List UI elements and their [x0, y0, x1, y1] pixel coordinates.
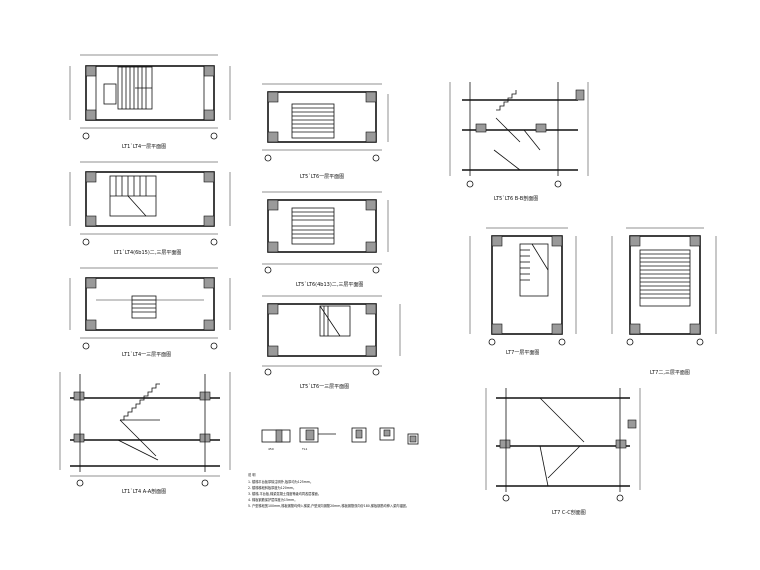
label-d1: LT1`LT4一层平面图 — [122, 144, 166, 150]
notes-header: 说 明 — [248, 472, 255, 477]
label-d8: LT5`LT6 B-B剖面图 — [494, 195, 538, 202]
plan-lt5-lt6-floor1: LT5`LT6一层平面图 — [262, 83, 389, 180]
notes-line-5: 5. 户型梯段宽100mm,梯板钢筋均伸入梯梁,户型双向钢筋20mm,梯板钢筋双… — [248, 503, 409, 508]
detail-tl1: TL1 — [301, 447, 308, 451]
notes-line-3: 3. 楼梯,平台板,梯梁混凝土强度等级均同各层楼面。 — [248, 491, 321, 496]
plan-lt1-lt4-floor2-3: LT1`LT4(6b15)二,三层平面图 — [69, 161, 231, 256]
notes-line-2: 2. 楼梯梯段斜板厚度为120mm。 — [248, 485, 296, 490]
label-d7: LT5`LT6一三层平面图 — [300, 384, 349, 390]
detail-dim-450: 450 — [268, 447, 274, 451]
section-lt1-lt4-aa: LT1`LT4 A-A剖面图 — [59, 372, 231, 495]
label-d2: LT1`LT4(6b15)二,三层平面图 — [114, 250, 181, 256]
notes-line-1: 1. 楼梯平台板厚除注明外,板厚均为125mm。 — [248, 479, 313, 484]
beam-details: 450 TL1 — [261, 427, 419, 451]
plan-lt7-floor2-3: LT7二,三层平面图 — [611, 227, 717, 376]
notes-line-4: 4. 梯板钢筋保护层厚度为15mm。 — [248, 497, 297, 502]
section-lt7-cc: LT7 C-C剖面图 — [485, 388, 641, 516]
label-d4: LT1`LT4 A-A剖面图 — [122, 488, 166, 495]
plan-lt1-lt4-floor1: LT1`LT4一层平面图 — [69, 54, 231, 150]
label-d9: LT7一层平面图 — [506, 350, 539, 356]
label-d11: LT7 C-C剖面图 — [552, 509, 586, 516]
label-d3: LT1`LT4一三层平面图 — [122, 352, 171, 358]
plan-lt5-lt6-floor2-3: LT5`LT6(4b13)二,三层平面图 — [262, 191, 389, 288]
label-d6: LT5`LT6(4b13)二,三层平面图 — [296, 282, 363, 288]
general-notes: 说 明 1. 楼梯平台板厚除注明外,板厚均为125mm。 2. 楼梯梯段斜板厚度… — [248, 472, 409, 508]
plan-lt7-floor1: LT7一层平面图 — [469, 227, 577, 356]
label-d10: LT7二,三层平面图 — [650, 370, 690, 376]
label-d5: LT5`LT6一层平面图 — [300, 174, 344, 180]
plan-lt5-lt6-floor1-3: LT5`LT6一三层平面图 — [262, 295, 401, 390]
section-lt5-lt6-bb: LT5`LT6 B-B剖面图 — [449, 82, 589, 202]
plan-lt1-lt4-floor1-3: LT1`LT4一三层平面图 — [69, 267, 231, 358]
